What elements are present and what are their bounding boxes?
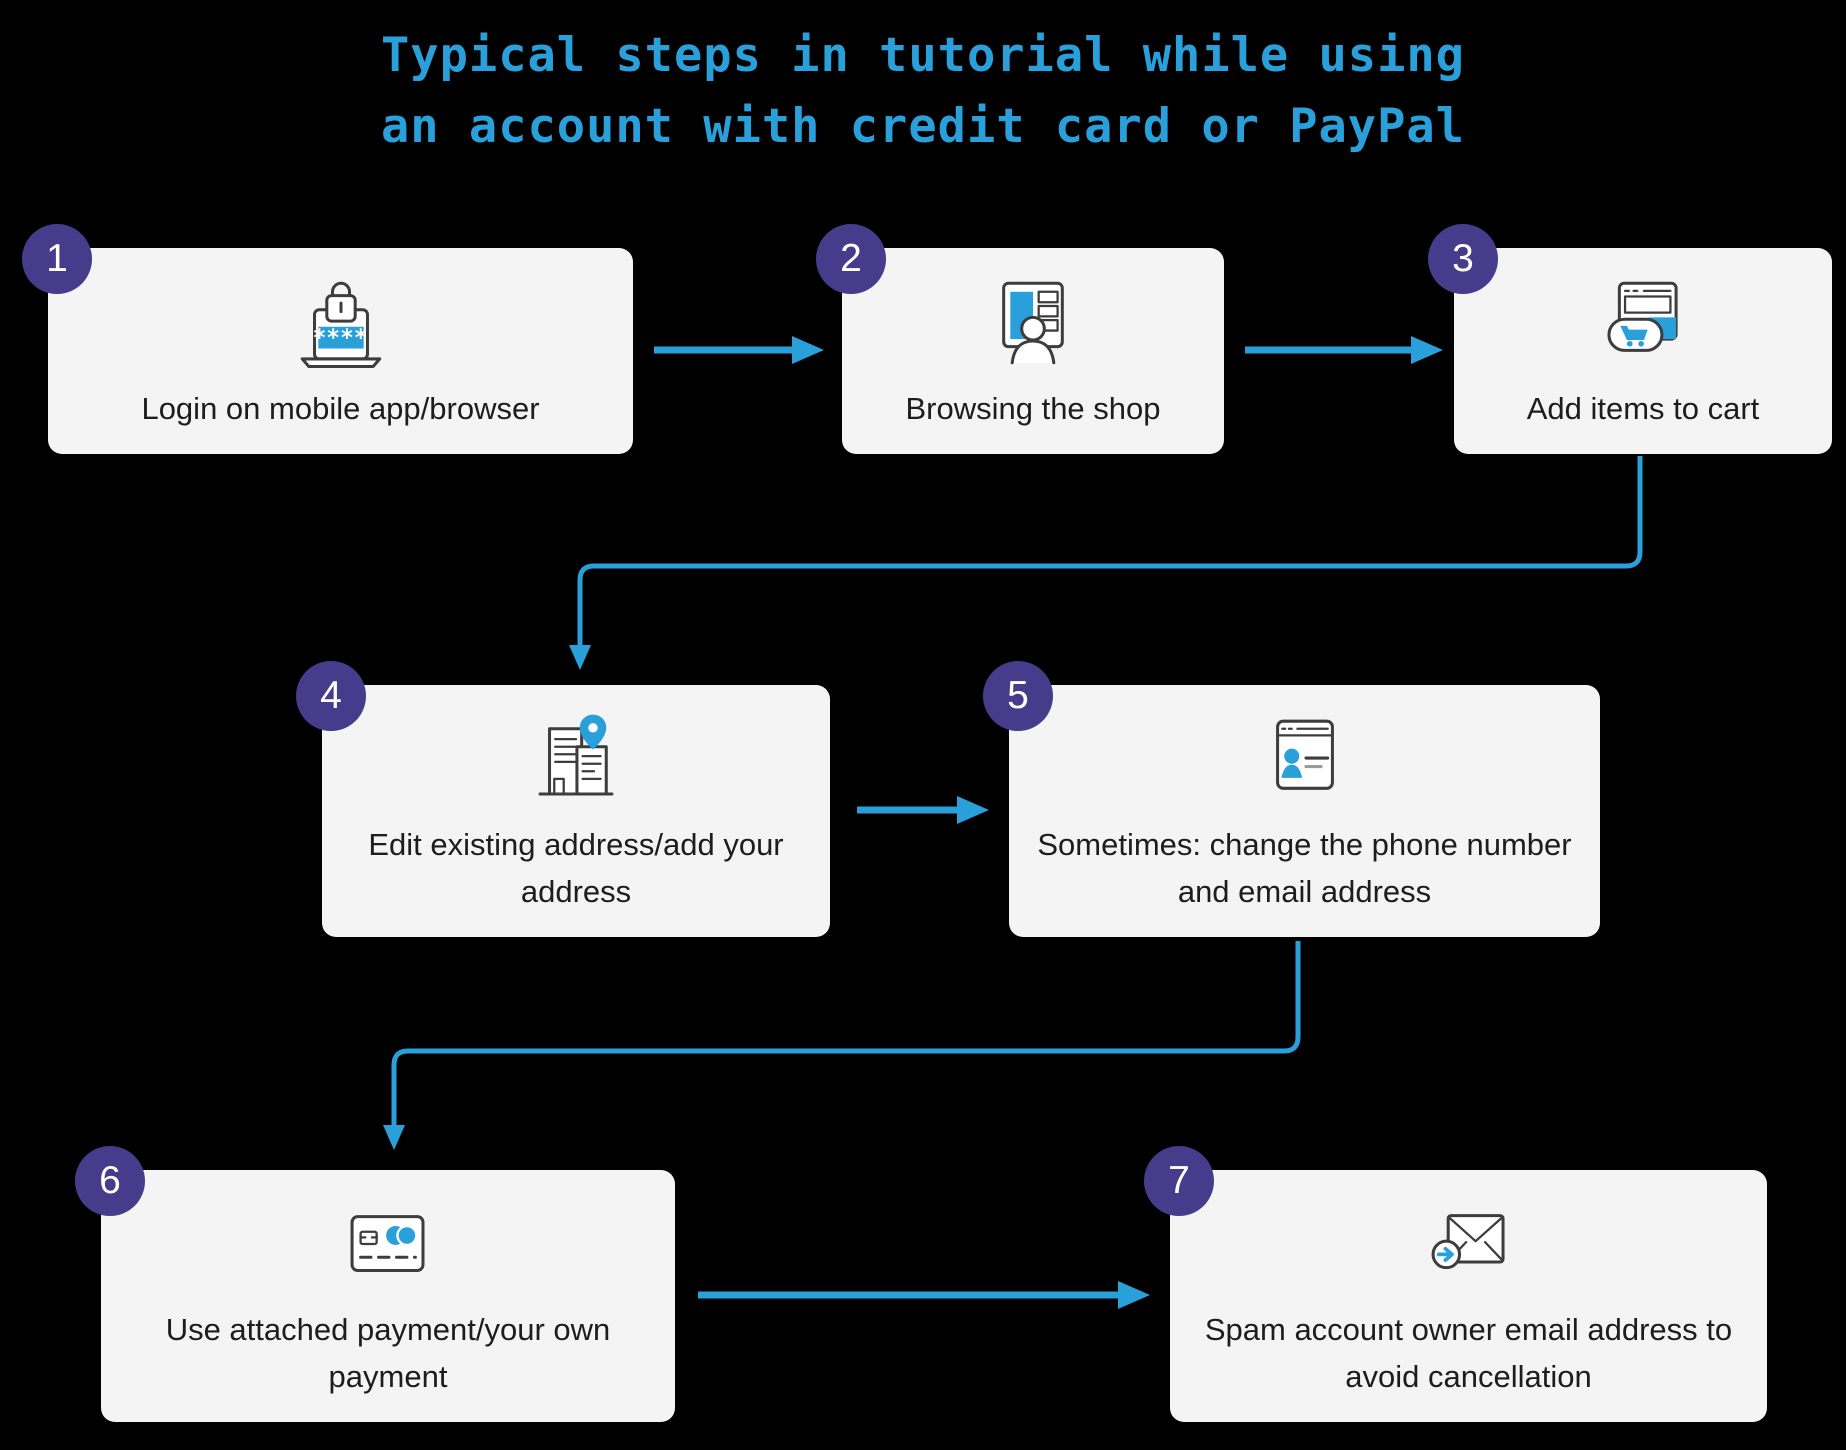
arrow-step5-to-step6	[383, 941, 1301, 1150]
step-number-badge-6: 6	[75, 1146, 145, 1216]
address-buildings-pin-icon	[524, 707, 628, 811]
step-label-4: Edit existing address/add your address	[368, 827, 784, 909]
arrow-step4-to-step5	[857, 796, 989, 824]
shop-browser-person-icon	[981, 271, 1085, 375]
step-card-3: 3 Add items to cart	[1428, 224, 1832, 454]
diagram-title-line1: Typical steps in tutorial while using	[381, 28, 1465, 83]
step-card-6: 6 Use attached payment/your own payment	[75, 1146, 675, 1422]
step-label-5: Sometimes: change the phone number and e…	[1037, 827, 1572, 909]
arrow-step3-to-step4	[569, 456, 1643, 670]
browser-cart-icon	[1591, 271, 1695, 375]
diagram-title: Typical steps in tutorial while using an…	[0, 20, 1846, 162]
arrow-step2-to-step3	[1245, 336, 1443, 364]
email-forward-icon	[1417, 1192, 1521, 1296]
arrow-step1-to-step2	[654, 336, 824, 364]
step-card-5: 5 Sometimes: change the phone number and…	[983, 661, 1600, 937]
step-card-7: 7 Spam account owner email address to av…	[1144, 1146, 1767, 1422]
step-label-3: Add items to cart	[1526, 390, 1760, 426]
arrow-step6-to-step7	[698, 1281, 1150, 1309]
step-number-badge-5: 5	[983, 661, 1053, 731]
step-card-1: 1 **** Login on mobile app/browser	[22, 224, 633, 454]
step-number-badge-4: 4	[296, 661, 366, 731]
step-card-2: 2 Browsing the shop	[816, 224, 1224, 454]
login-laptop-lock-icon: ****	[289, 271, 393, 375]
diagram-title-line2: an account with credit card or PayPal	[381, 99, 1465, 154]
svg-text:****: ****	[313, 325, 368, 351]
step-label-1: Login on mobile app/browser	[141, 390, 540, 426]
step-card-4: 4 Edit existing address/add your address	[296, 661, 830, 937]
step-label-2: Browsing the shop	[905, 390, 1161, 426]
credit-card-icon	[336, 1192, 440, 1296]
step-number-badge-2: 2	[816, 224, 886, 294]
step-number-badge-3: 3	[1428, 224, 1498, 294]
contact-card-icon	[1253, 707, 1357, 811]
step-label-6: Use attached payment/your own payment	[165, 1312, 611, 1394]
step-number-badge-1: 1	[22, 224, 92, 294]
step-number-badge-7: 7	[1144, 1146, 1214, 1216]
step-label-7: Spam account owner email address to avoi…	[1204, 1312, 1733, 1394]
